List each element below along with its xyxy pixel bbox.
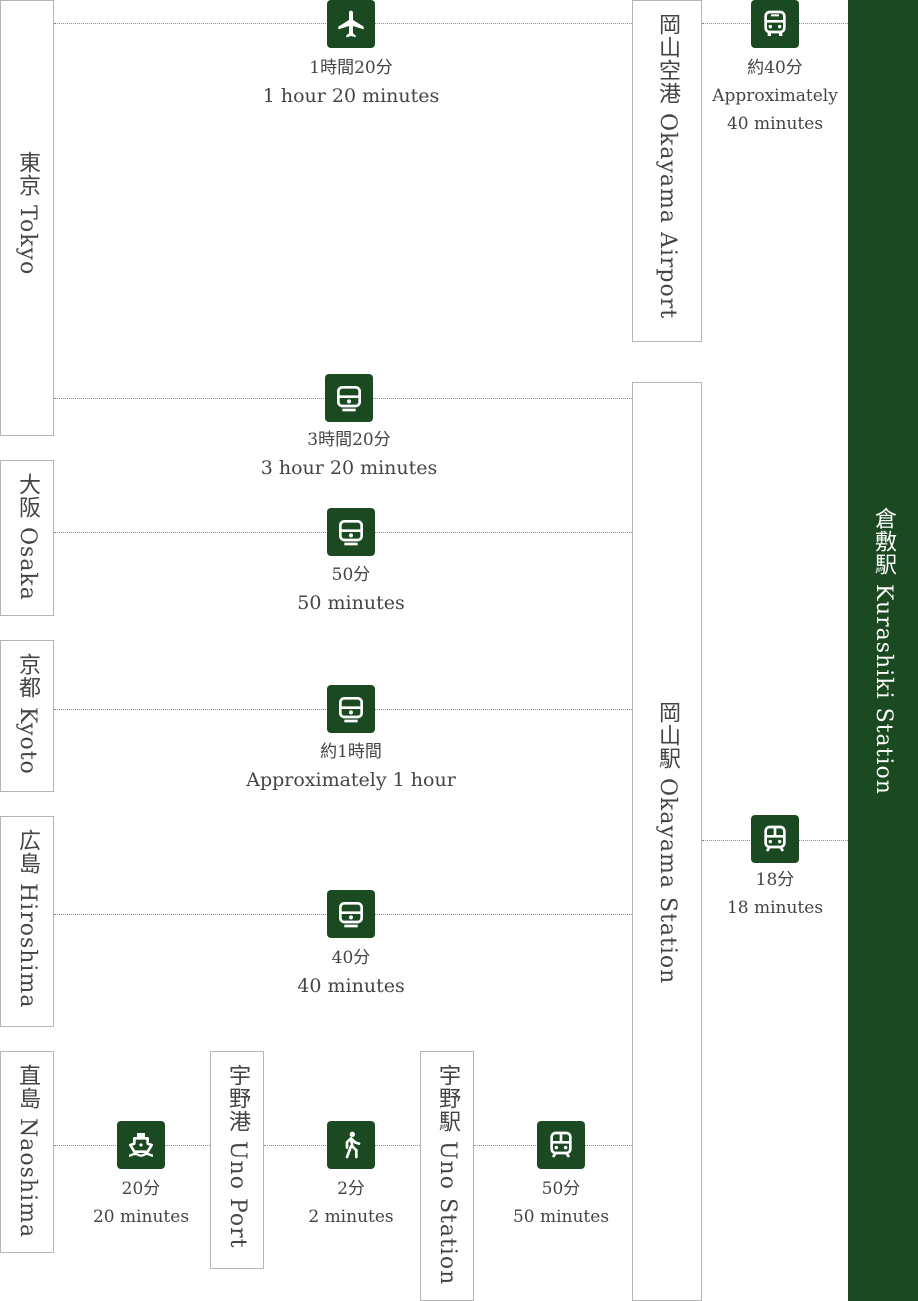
route-duration: 3時間20分 3 hour 20 minutes xyxy=(260,430,438,479)
train-icon xyxy=(327,890,375,938)
station-naoshima: 直島 Naoshima xyxy=(0,1051,54,1253)
station-label: 直島 Naoshima xyxy=(15,1064,40,1239)
route-duration: 約40分 Approximately 40 minutes xyxy=(712,58,838,134)
station-osaka: 大阪 Osaka xyxy=(0,460,54,616)
airplane-icon xyxy=(327,0,375,48)
local-train-icon xyxy=(537,1121,585,1169)
station-label: 岡山空港 Okayama Airport xyxy=(655,13,680,320)
station-label: 岡山駅 Okayama Station xyxy=(655,701,680,985)
walking-icon xyxy=(327,1121,375,1169)
station-label: 広島 Hiroshima xyxy=(15,829,40,1009)
station-label: 宇野港 Uno Port xyxy=(225,1064,250,1249)
station-kurashiki: 倉敷駅 Kurashiki Station xyxy=(848,0,918,1301)
station-uno-station: 宇野駅 Uno Station xyxy=(420,1051,474,1301)
train-icon xyxy=(327,685,375,733)
station-uno-port: 宇野港 Uno Port xyxy=(210,1051,264,1269)
station-label: 倉敷駅 Kurashiki Station xyxy=(871,506,896,795)
route-duration: 1時間20分 1 hour 20 minutes xyxy=(262,58,440,107)
station-kyoto: 京都 Kyoto xyxy=(0,640,54,792)
train-icon xyxy=(327,508,375,556)
route-duration: 2分 2 minutes xyxy=(308,1179,394,1227)
station-okayama: 岡山駅 Okayama Station xyxy=(632,382,702,1301)
route-duration: 18分 18 minutes xyxy=(726,870,824,918)
station-label: 宇野駅 Uno Station xyxy=(435,1064,460,1286)
station-label: 大阪 Osaka xyxy=(15,473,40,601)
ferry-icon xyxy=(117,1121,165,1169)
route-duration: 50分 50 minutes xyxy=(297,565,405,614)
station-okayama-airport: 岡山空港 Okayama Airport xyxy=(632,0,702,342)
route-duration: 50分 50 minutes xyxy=(512,1179,610,1227)
station-label: 東京 Tokyo xyxy=(15,151,40,276)
route-duration: 40分 40 minutes xyxy=(297,948,405,997)
bus-icon xyxy=(751,0,799,48)
train-icon xyxy=(325,374,373,422)
station-label: 京都 Kyoto xyxy=(15,653,40,775)
route-duration: 20分 20 minutes xyxy=(92,1179,190,1227)
station-tokyo: 東京 Tokyo xyxy=(0,0,54,436)
station-hiroshima: 広島 Hiroshima xyxy=(0,816,54,1027)
route-duration: 約1時間 Approximately 1 hour xyxy=(246,742,456,791)
local-train-icon xyxy=(751,815,799,863)
